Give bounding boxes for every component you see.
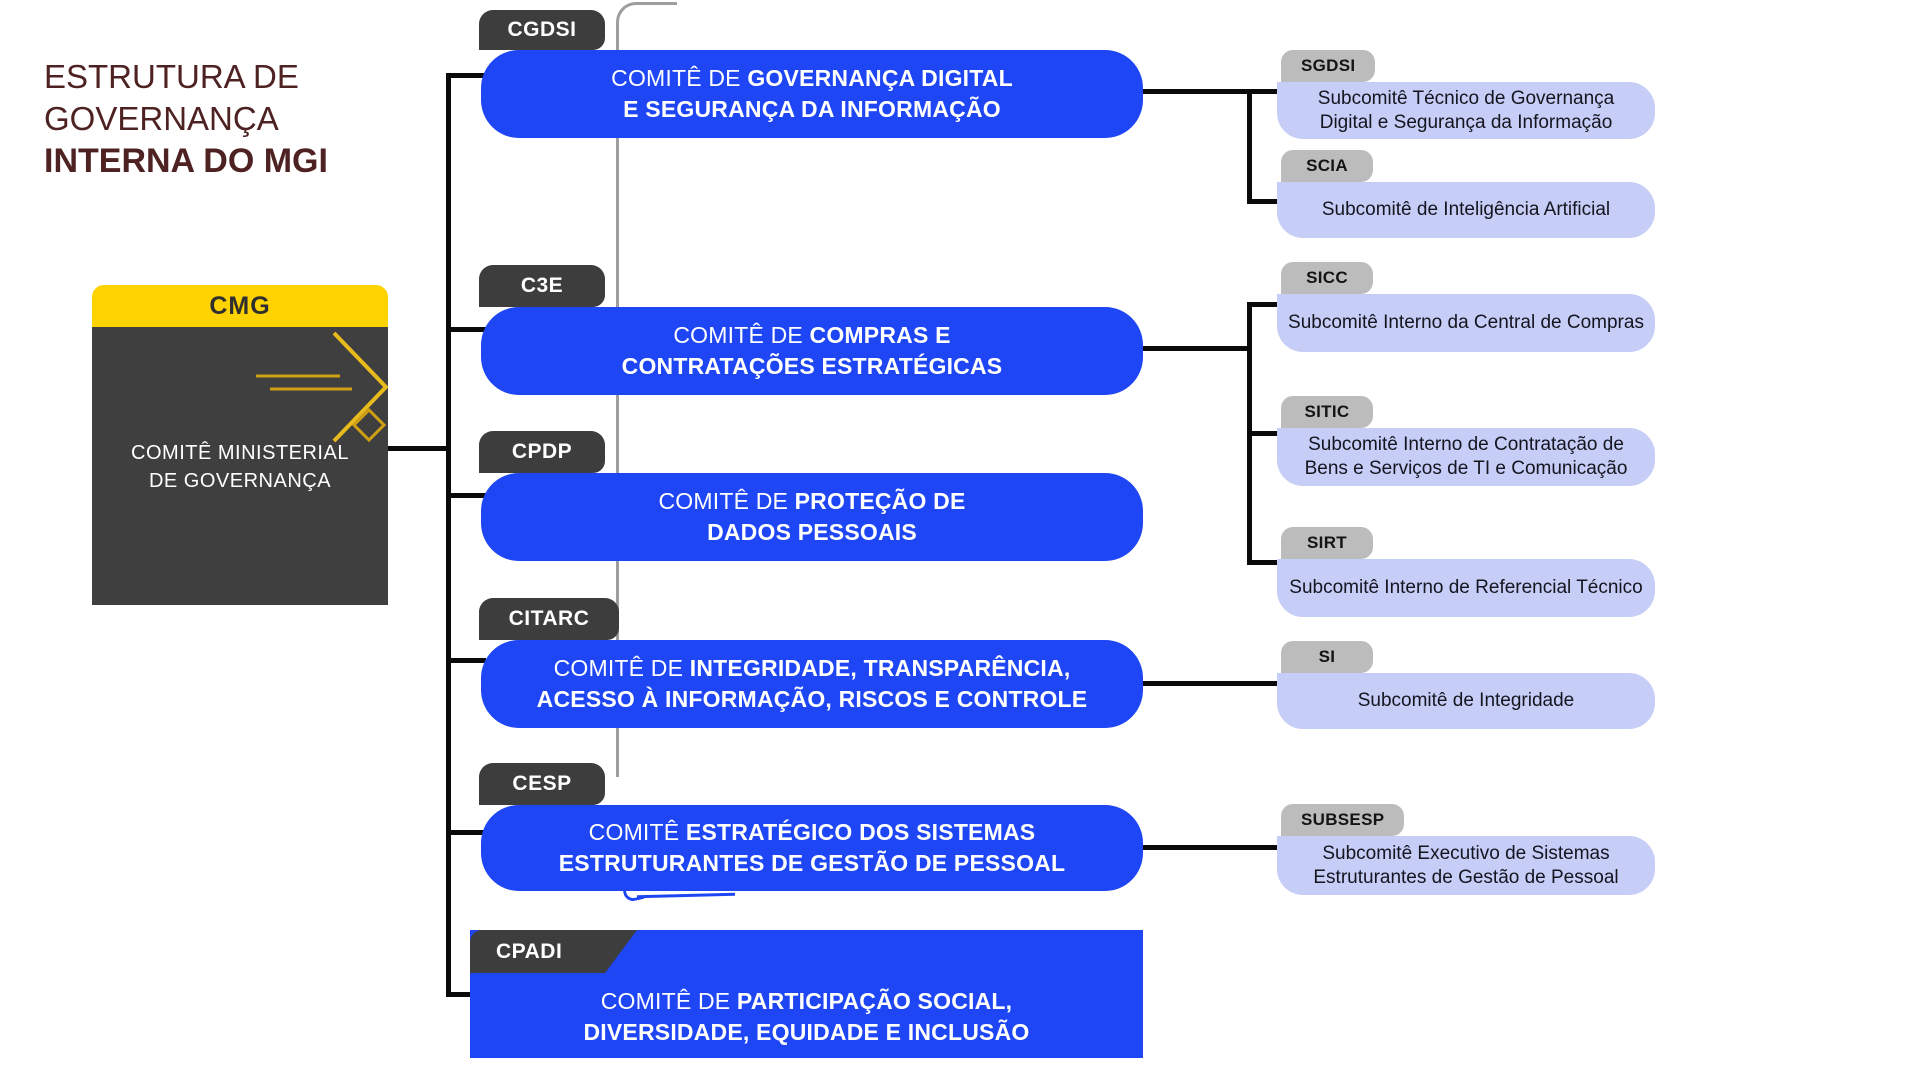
committee-label-line2: ESTRUTURANTES DE GESTÃO DE PESSOAL	[558, 850, 1066, 876]
subcommittee-label-line2: Estruturantes de Gestão de Pessoal	[1313, 866, 1619, 888]
connector-cgdsi-vertical	[1247, 89, 1252, 204]
subcommittee-box-si: Subcomitê de Integridade	[1277, 673, 1655, 729]
committee-label: COMITÊ DE PARTICIPAÇÃO SOCIAL,	[601, 986, 1013, 1017]
committee-label-line2: DADOS PESSOAIS	[707, 519, 917, 545]
connector-branch-cesp	[446, 830, 486, 835]
subcommittee-box-scia: Subcomitê de Inteligência Artificial	[1277, 182, 1655, 238]
connector-cmg	[386, 446, 448, 451]
label-regular: COMITÊ DE	[611, 65, 748, 91]
subcommittee-tag-si: SI	[1281, 641, 1373, 673]
committee-label-line2: CONTRATAÇÕES ESTRATÉGICAS	[621, 353, 1003, 379]
label-bold: COMPRAS E	[809, 322, 951, 348]
connector-c3e-sicc	[1247, 302, 1283, 307]
subcommittee-box-sirt: Subcomitê Interno de Referencial Técnico	[1277, 559, 1655, 617]
connector-citarc-si	[1143, 681, 1279, 686]
subcommittee-tag-sitic: SITIC	[1281, 396, 1373, 428]
subcommittee-label-line2: Digital e Segurança da Informação	[1319, 111, 1613, 133]
title-line-3: INTERNA DO MGI	[44, 142, 328, 180]
connector-c3e-sirt	[1247, 560, 1283, 565]
subcommittee-box-subsesp: Subcomitê Executivo de Sistemas Estrutur…	[1277, 836, 1655, 895]
committee-tag-cpdp: CPDP	[479, 431, 605, 473]
subcommittee-box-sicc: Subcomitê Interno da Central de Compras	[1277, 294, 1655, 352]
page-title: ESTRUTURA DE GOVERNANÇA INTERNA DO MGI	[44, 56, 384, 182]
committee-label: COMITÊ DE GOVERNANÇA DIGITAL	[611, 63, 1013, 94]
subcommittee-label-line1: Subcomitê Executivo de Sistemas	[1322, 842, 1610, 864]
committee-tag-c3e: C3E	[479, 265, 605, 307]
connector-cgdsi-scia	[1247, 199, 1283, 204]
label-bold: PARTICIPAÇÃO SOCIAL,	[736, 988, 1013, 1014]
committee-box-cpdp: COMITÊ DE PROTEÇÃO DE DADOS PESSOAIS	[481, 473, 1143, 561]
committee-label: COMITÊ ESTRATÉGICO DOS SISTEMAS	[589, 817, 1036, 848]
connector-branch-cpadi	[446, 992, 486, 997]
connector-branch-cgdsi	[446, 73, 486, 78]
subcommittee-tag-sicc: SICC	[1281, 262, 1373, 294]
subcommittee-box-sgdsi: Subcomitê Técnico de Governança Digital …	[1277, 82, 1655, 139]
connector-branch-cpdp	[446, 493, 486, 498]
committee-label: COMITÊ DE COMPRAS E	[673, 320, 950, 351]
label-bold: PROTEÇÃO DE	[794, 488, 966, 514]
cmg-label-line1: COMITÊ MINISTERIAL	[131, 442, 349, 464]
committee-tag-cpadi: CPADI	[470, 930, 637, 973]
committee-box-cgdsi: COMITÊ DE GOVERNANÇA DIGITAL E SEGURANÇA…	[481, 50, 1143, 138]
committee-box-cpadi: COMITÊ DE PARTICIPAÇÃO SOCIAL, DIVERSIDA…	[470, 930, 1143, 1058]
connector-cgdsi-sgdsi	[1143, 89, 1279, 94]
committee-label-line2: DIVERSIDADE, EQUIDADE E INCLUSÃO	[583, 1019, 1030, 1045]
committee-tag-citarc: CITARC	[479, 598, 619, 640]
label-bold: GOVERNANÇA DIGITAL	[747, 65, 1013, 91]
cmg-label: COMITÊ MINISTERIAL DE GOVERNANÇA	[92, 439, 388, 495]
subcommittee-tag-sirt: SIRT	[1281, 527, 1373, 559]
connector-c3e-main	[1143, 346, 1251, 351]
subcommittee-tag-subsesp: SUBSESP	[1281, 804, 1405, 836]
connector-c3e-sitic	[1247, 431, 1283, 436]
arrow-decoration-icon	[256, 331, 388, 443]
subcommittee-label-line1: Subcomitê Interno de Referencial Técnico	[1289, 577, 1643, 598]
committee-tag-cgdsi: CGDSI	[479, 10, 605, 50]
committee-box-citarc: COMITÊ DE INTEGRIDADE, TRANSPARÊNCIA, AC…	[481, 640, 1143, 728]
label-regular: COMITÊ	[588, 819, 686, 845]
connector-cesp-subsesp	[1143, 845, 1279, 850]
subcommittee-label-line2: Bens e Serviços de TI e Comunicação	[1304, 458, 1628, 479]
cmg-tag: CMG	[92, 285, 388, 327]
connector-trunk	[446, 73, 451, 997]
subcommittee-label-line1: Subcomitê de Inteligência Artificial	[1321, 199, 1611, 220]
subcommittee-box-sitic: Subcomitê Interno de Contratação de Bens…	[1277, 428, 1655, 486]
committee-box-c3e: COMITÊ DE COMPRAS E CONTRATAÇÕES ESTRATÉ…	[481, 307, 1143, 395]
subcommittee-label-line1: Subcomitê Interno da Central de Compras	[1288, 312, 1644, 333]
title-line-2: GOVERNANÇA	[44, 100, 279, 137]
blue-underline-decoration	[636, 892, 736, 899]
subcommittee-tag-scia: SCIA	[1281, 150, 1373, 182]
connector-branch-citarc	[446, 658, 486, 663]
subcommittee-label-line1: Subcomitê Técnico de Governança	[1317, 87, 1615, 109]
title-line-1: ESTRUTURA DE	[44, 58, 299, 95]
committee-label-line2: ACESSO À INFORMAÇÃO, RISCOS E CONTROLE	[536, 686, 1088, 712]
subcommittee-label-line1: Subcomitê Interno de Contratação de	[1308, 434, 1624, 455]
label-regular: COMITÊ DE	[553, 655, 690, 681]
cmg-label-line2: DE GOVERNANÇA	[148, 470, 332, 492]
subcommittee-tag-sgdsi: SGDSI	[1281, 50, 1376, 82]
committee-label-line2: E SEGURANÇA DA INFORMAÇÃO	[623, 96, 1001, 122]
cmg-box: COMITÊ MINISTERIAL DE GOVERNANÇA	[92, 327, 388, 605]
label-regular: COMITÊ DE	[673, 322, 810, 348]
committee-tag-cesp: CESP	[479, 763, 605, 805]
label-regular: COMITÊ DE	[600, 988, 737, 1014]
subcommittee-label-line1: Subcomitê de Integridade	[1357, 690, 1575, 711]
committee-label: COMITÊ DE INTEGRIDADE, TRANSPARÊNCIA,	[554, 653, 1071, 684]
label-regular: COMITÊ DE	[658, 488, 795, 514]
connector-branch-c3e	[446, 327, 486, 332]
committee-box-cesp: COMITÊ ESTRATÉGICO DOS SISTEMAS ESTRUTUR…	[481, 805, 1143, 891]
label-bold: INTEGRIDADE, TRANSPARÊNCIA,	[689, 655, 1071, 681]
blue-underline-tail	[622, 887, 645, 903]
label-bold: ESTRATÉGICO DOS SISTEMAS	[685, 819, 1036, 845]
committee-label: COMITÊ DE PROTEÇÃO DE	[658, 486, 965, 517]
